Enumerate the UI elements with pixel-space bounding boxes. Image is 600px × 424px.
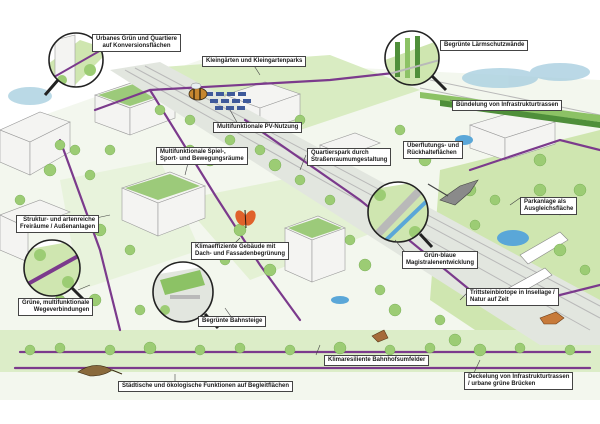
label-laermschutzwaende: Begrünte Lärmschutzwände	[440, 40, 529, 51]
label-quartierspark-line2: Straßenraumumgestaltung	[311, 157, 388, 163]
trees	[14, 104, 591, 357]
label-gruenblau-line1: Grün-blaue	[424, 253, 457, 259]
label-begruente-bahnsteige: Begrünte Bahnsteige	[198, 316, 267, 327]
label-wegeverbindungen: Grüne, multifunktionale Wegeverbindungen	[18, 298, 94, 316]
magnifier-mid-right	[367, 181, 434, 249]
label-pv-line1: Multifunktionale PV-Nutzung	[217, 124, 299, 130]
label-buendelung: Bündelung von Infrastrukturtrassen	[452, 100, 563, 111]
label-parkanlage-line2: Ausgleichsfläche	[524, 206, 574, 212]
label-wegeverbindungen-line1: Grüne, multifunktionale	[22, 300, 90, 306]
label-struktur-artenreich: Struktur- und artenreiche Freiräume / Au…	[16, 215, 100, 233]
label-spiel-sport: Multifunktionale Spiel-, Sport- und Bewe…	[156, 147, 248, 165]
label-trittstein-line2: Natur auf Zeit	[470, 297, 509, 303]
label-struktur-line2: Freiräume / Außenanlagen	[20, 224, 96, 230]
label-deckelung-line1: Deckelung von Infrastrukturtrassen	[468, 374, 570, 380]
label-kleingaerten: Kleingärten und Kleingartenparks	[202, 56, 307, 67]
butterfly-icon	[235, 209, 256, 229]
label-struktur-line1: Struktur- und artenreiche	[23, 217, 96, 223]
label-urbanes-gruen: Urbanes Grün und Quartiere auf Konversio…	[92, 34, 182, 52]
label-klimaeffiziente-gebaeude: Klimaeffiziente Gebäude mit Dach- und Fa…	[191, 242, 290, 260]
label-ueberflutung-line1: Überflutungs- und	[407, 143, 459, 149]
label-klimaeffizient-line1: Klimaeffiziente Gebäude mit	[195, 244, 276, 250]
label-gruen-blaue-magistrale: Grün-blaue Magistralenentwicklung	[402, 251, 479, 269]
magnifier-top-left	[43, 32, 104, 96]
pv-field	[205, 92, 251, 110]
magnifier-bottom-left	[152, 261, 220, 330]
label-gruenblau-line2: Magistralenentwicklung	[406, 260, 475, 266]
label-trittstein-line1: Trittsteinbiotope in Insellage /	[470, 290, 555, 296]
label-trittsteinbiotope: Trittsteinbiotope in Insellage / Natur a…	[466, 288, 559, 306]
label-klimaeffizient-line2: Dach- und Fassadenbegrünung	[195, 251, 286, 257]
lizard-icon	[77, 365, 123, 377]
label-spiel-line1: Multifunktionale Spiel-,	[160, 149, 226, 155]
label-ueberflutung: Überflutungs- und Rückhalteflächen	[403, 141, 463, 159]
magnifier-mid-left	[23, 239, 86, 302]
label-parkanlage: Parkanlage als Ausgleichsfläche	[520, 197, 578, 215]
label-pv-nutzung: Multifunktionale PV-Nutzung	[213, 122, 303, 133]
label-kleingaerten-line1: Kleingärten und Kleingartenparks	[206, 58, 303, 64]
bee-icon	[188, 82, 208, 101]
label-deckelung-line2: / urbane grüne Brücken	[468, 381, 536, 387]
label-quartierspark-line1: Quartierspark durch	[311, 150, 369, 156]
bird-icon	[427, 179, 479, 206]
label-quartierspark: Quartierspark durch Straßenraumumgestalt…	[307, 148, 392, 166]
label-urbanes-line2: auf Konversionsflächen	[102, 43, 171, 49]
label-laermschutz-line1: Begrünte Lärmschutzwände	[444, 42, 525, 48]
label-begleitflaechen-line1: Städtische und ökologische Funktionen au…	[122, 383, 290, 389]
label-wegeverbindungen-line2: Wegeverbindungen	[33, 307, 90, 313]
label-parkanlage-line1: Parkanlage als	[524, 199, 567, 205]
leader-lines	[77, 41, 521, 383]
label-urbanes-line1: Urbanes Grün und Quartiere	[96, 36, 178, 42]
label-begleitflaechen: Städtische und ökologische Funktionen au…	[118, 381, 294, 392]
horizon-clouds	[8, 63, 590, 105]
label-bahnhofsumfelder-line1: Klimaresiliente Bahnhofsumfelder	[328, 357, 426, 363]
fox-icon	[539, 311, 565, 325]
deer-icon	[371, 329, 389, 343]
label-bahnhofsumfelder: Klimaresiliente Bahnhofsumfelder	[324, 355, 430, 366]
label-bahnsteige-line1: Begrünte Bahnsteige	[202, 318, 263, 324]
label-ueberflutung-line2: Rückhalteflächen	[407, 150, 457, 156]
magnifier-top-right	[384, 30, 448, 92]
label-spiel-line2: Sport- und Bewegungsräume	[160, 156, 244, 162]
label-buendelung-line1: Bündelung von Infrastrukturtrassen	[456, 102, 559, 108]
label-deckelung: Deckelung von Infrastrukturtrassen / urb…	[464, 372, 574, 390]
